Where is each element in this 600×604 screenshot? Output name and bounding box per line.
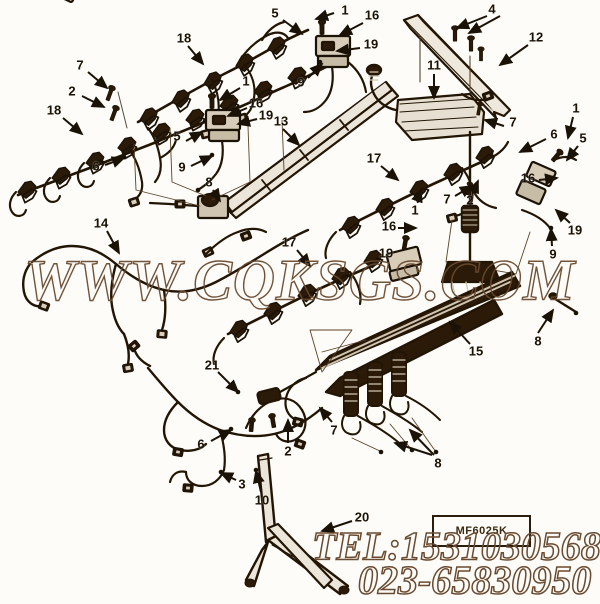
leader-arrow [537,308,555,334]
leader-arrow [218,87,241,102]
callout-label-6: 6 [92,158,100,174]
leader-arrow [219,472,237,484]
leader-arrow [104,156,126,168]
leader-arrow [252,469,265,493]
leader-arrow [185,131,204,144]
callout-label-13: 13 [273,113,289,129]
callout-label-12: 12 [528,29,544,45]
callout-label-5: 5 [579,130,587,146]
leader-arrow [467,179,479,195]
callout-label-19: 19 [363,36,379,52]
leader-arrow [448,320,471,345]
callout-label-7: 7 [76,57,84,73]
leader-arrow [314,9,335,21]
leader-arrow [62,117,84,136]
callout-label-4: 4 [488,1,496,17]
callout-label-7: 7 [443,191,451,207]
leader-arrow [380,165,400,182]
callout-label-7: 7 [330,422,338,438]
callout-label-9: 9 [178,159,186,175]
leader-arrow [483,117,505,130]
leader-arrow [106,230,120,255]
leader-arrow [393,440,433,456]
callout-label-18: 18 [46,102,62,118]
leader-arrow [467,15,501,34]
callout-label-5: 5 [271,5,279,21]
leader-arrow [408,428,435,456]
callout-label-9: 9 [297,74,305,90]
callout-label-10: 10 [254,492,270,508]
callout-label-17: 17 [366,150,382,166]
leader-arrow [518,138,547,153]
callout-label-1: 1 [242,73,250,89]
leader-arrow [338,22,364,36]
callout-label-11: 11 [427,57,441,73]
leader-arrow [320,520,353,533]
callout-label-19: 19 [258,107,274,123]
callout-label-9: 9 [549,246,557,262]
callout-label-2: 2 [466,192,474,208]
callout-label-14: 14 [93,215,109,231]
leader-arrow [554,208,571,224]
leader-arrow [210,429,233,442]
leader-arrow [335,43,361,56]
callout-label-15: 15 [468,343,484,359]
callout-label-1: 1 [411,202,419,218]
callout-label-5: 5 [173,128,181,144]
leader-arrow [318,406,333,423]
callout-label-19: 19 [378,245,394,261]
leader-arrow [307,62,324,79]
callout-label-16: 16 [364,7,380,23]
callout-label-3: 3 [238,476,246,492]
leader-arrow [208,187,222,203]
callout-label-16: 16 [248,95,264,111]
leader-arrow [498,44,529,67]
leader-arrow [282,19,304,36]
callout-label-18: 18 [176,30,192,46]
leader-arrow [190,155,214,167]
callout-label-2: 2 [68,83,76,99]
part-number-text: MF6025K [455,525,508,537]
leader-arrow [81,95,106,108]
leader-arrow [538,173,559,186]
callout-label-6: 6 [550,126,558,142]
callout-label-2: 2 [284,443,292,459]
callout-label-7: 7 [509,114,517,130]
callout-label-21: 21 [204,357,220,373]
leader-arrow [187,45,205,66]
leader-arrow [217,371,240,394]
callout-label-20: 20 [354,509,370,525]
leader-arrow [226,105,248,117]
callout-label-1: 1 [572,100,580,116]
callout-label-16: 16 [381,218,397,234]
callout-label-16: 16 [520,170,536,186]
leader-arrow [87,71,109,90]
leader-arrow [411,188,423,204]
leader-arrow [236,115,258,127]
part-number-box: MF6025K [432,515,531,547]
leader-arrow [564,116,577,140]
callout-label-8: 8 [534,333,542,349]
callout-label-8: 8 [205,174,213,190]
callout-label-17: 17 [281,234,297,250]
callout-label-6: 6 [197,436,205,452]
callout-label-8: 8 [434,455,442,471]
leader-arrow [296,249,312,268]
callout-label-1: 1 [341,2,349,18]
leader-arrow [565,145,580,162]
leader-arrow [282,128,301,147]
leader-arrow [545,227,558,247]
callout-label-19: 19 [567,222,583,238]
